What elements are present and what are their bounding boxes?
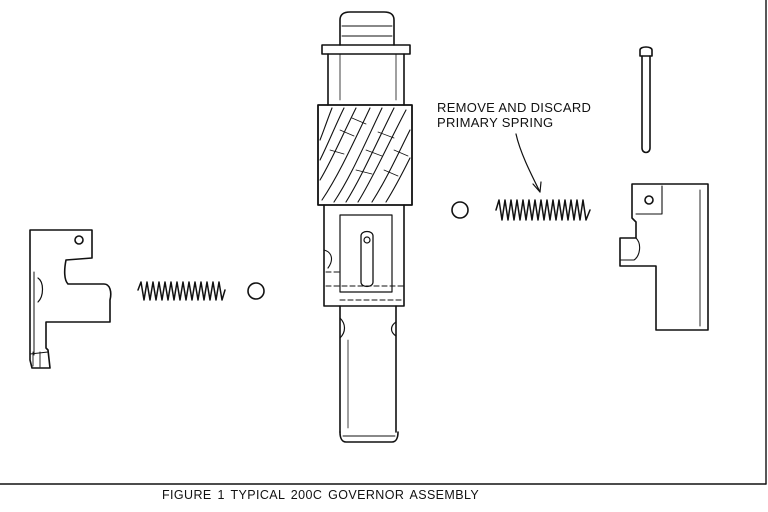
annotation-line-2: PRIMARY SPRING: [437, 115, 554, 130]
retaining-pin: [639, 46, 653, 154]
figure-frame: [0, 0, 767, 485]
left-governor-weight: [29, 229, 112, 369]
right-governor-weight: [619, 183, 709, 331]
right-check-ball: [451, 201, 469, 219]
annotation-line-1: REMOVE AND DISCARD: [437, 100, 592, 115]
left-check-ball: [247, 282, 265, 300]
gear-teeth: [319, 107, 411, 203]
annotation-leader-arrow: [515, 133, 542, 193]
figure-caption: FIGURE 1 TYPICAL 200C GOVERNOR ASSEMBLY: [162, 488, 480, 502]
primary-spring: [495, 199, 591, 221]
governor-body: [317, 11, 413, 443]
annotation-text: REMOVE AND DISCARD PRIMARY SPRING: [437, 100, 591, 130]
left-spring: [137, 281, 226, 301]
